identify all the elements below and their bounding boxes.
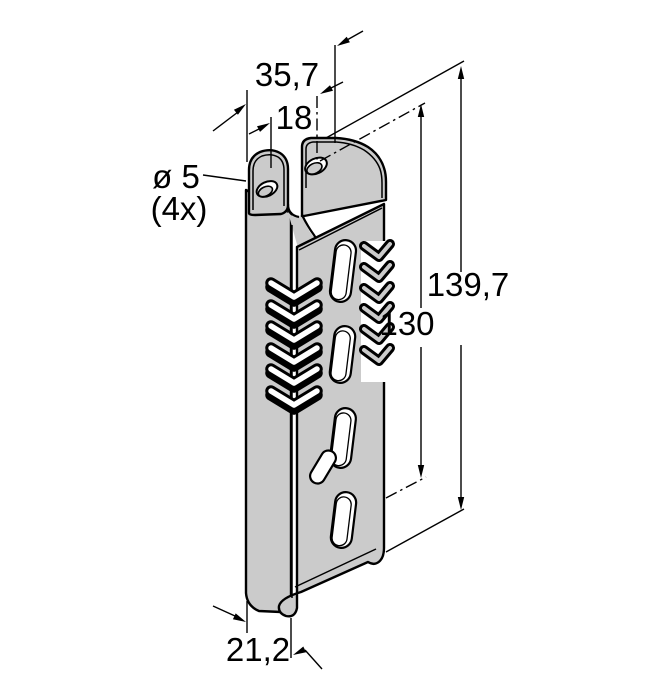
arrow-line (346, 30, 364, 41)
slot (328, 325, 357, 384)
chevron-cutout (265, 320, 323, 350)
arrow-icon (232, 613, 246, 622)
serration-tooth (359, 260, 395, 283)
dim-depth-label: 21,2 (226, 631, 290, 668)
extension-line (385, 508, 465, 553)
dim-height-holes-label: 130 (379, 305, 434, 342)
arrow-icon (457, 497, 465, 510)
right-mounting-ear (300, 136, 388, 218)
slot (328, 239, 358, 303)
chevron-cutout (265, 385, 323, 415)
chevron-cutouts (265, 277, 323, 415)
serration-tooth (359, 239, 395, 262)
arrow-icon (417, 465, 425, 478)
dim-height-overall: 139,7 (325, 60, 510, 553)
chevron-cutout (265, 299, 323, 329)
arrow-icon (417, 104, 425, 117)
slot (329, 407, 357, 469)
arrow-icon (293, 646, 307, 655)
body-top-edge-line (298, 207, 383, 251)
arrow-icon (233, 104, 246, 115)
dim-hole-diameter: ø 5 (4x) (151, 158, 247, 227)
serration-tooth (359, 343, 395, 366)
center-line (385, 476, 427, 499)
dim-hole-diameter-label: ø 5 (152, 158, 200, 195)
dim-depth: 21,2 (212, 601, 323, 670)
serration-cutouts (359, 239, 395, 382)
slot (329, 491, 358, 549)
slot-small-diagonal (308, 449, 338, 485)
serration-tooth (359, 281, 395, 304)
arrow-line (212, 111, 239, 132)
dim-hole-spacing-label: 18 (276, 99, 313, 136)
dim-height-holes: 130 (319, 102, 435, 499)
serration-tooth (359, 322, 395, 345)
arrow-icon (337, 36, 350, 46)
arrow-line (248, 128, 260, 135)
dim-hole-count-label: (4x) (151, 190, 208, 227)
extension-line (325, 60, 465, 139)
arrow-line (330, 81, 344, 89)
arrow-line (304, 649, 323, 670)
ear-hole-right (304, 156, 328, 176)
body-bottom-edge-line (294, 548, 377, 588)
center-line (319, 102, 426, 162)
arrow-line (212, 605, 236, 617)
right-ear-inner-line (305, 141, 383, 198)
chevron-cutout (265, 363, 323, 393)
dim-width-label: 35,7 (255, 56, 319, 93)
dim-width: 35,7 (212, 30, 364, 162)
arrow-icon (457, 66, 465, 79)
dim-height-overall-label: 139,7 (427, 266, 510, 303)
serration-tooth (359, 301, 395, 324)
slot-cutouts (308, 239, 358, 549)
arrow-icon (320, 85, 333, 94)
leader-line (202, 174, 247, 182)
chevron-cutout (265, 277, 323, 307)
arrow-icon (257, 123, 270, 132)
chevron-cutout (265, 342, 323, 372)
ear-hole-left (255, 180, 279, 198)
dim-hole-spacing: 18 (248, 81, 344, 168)
